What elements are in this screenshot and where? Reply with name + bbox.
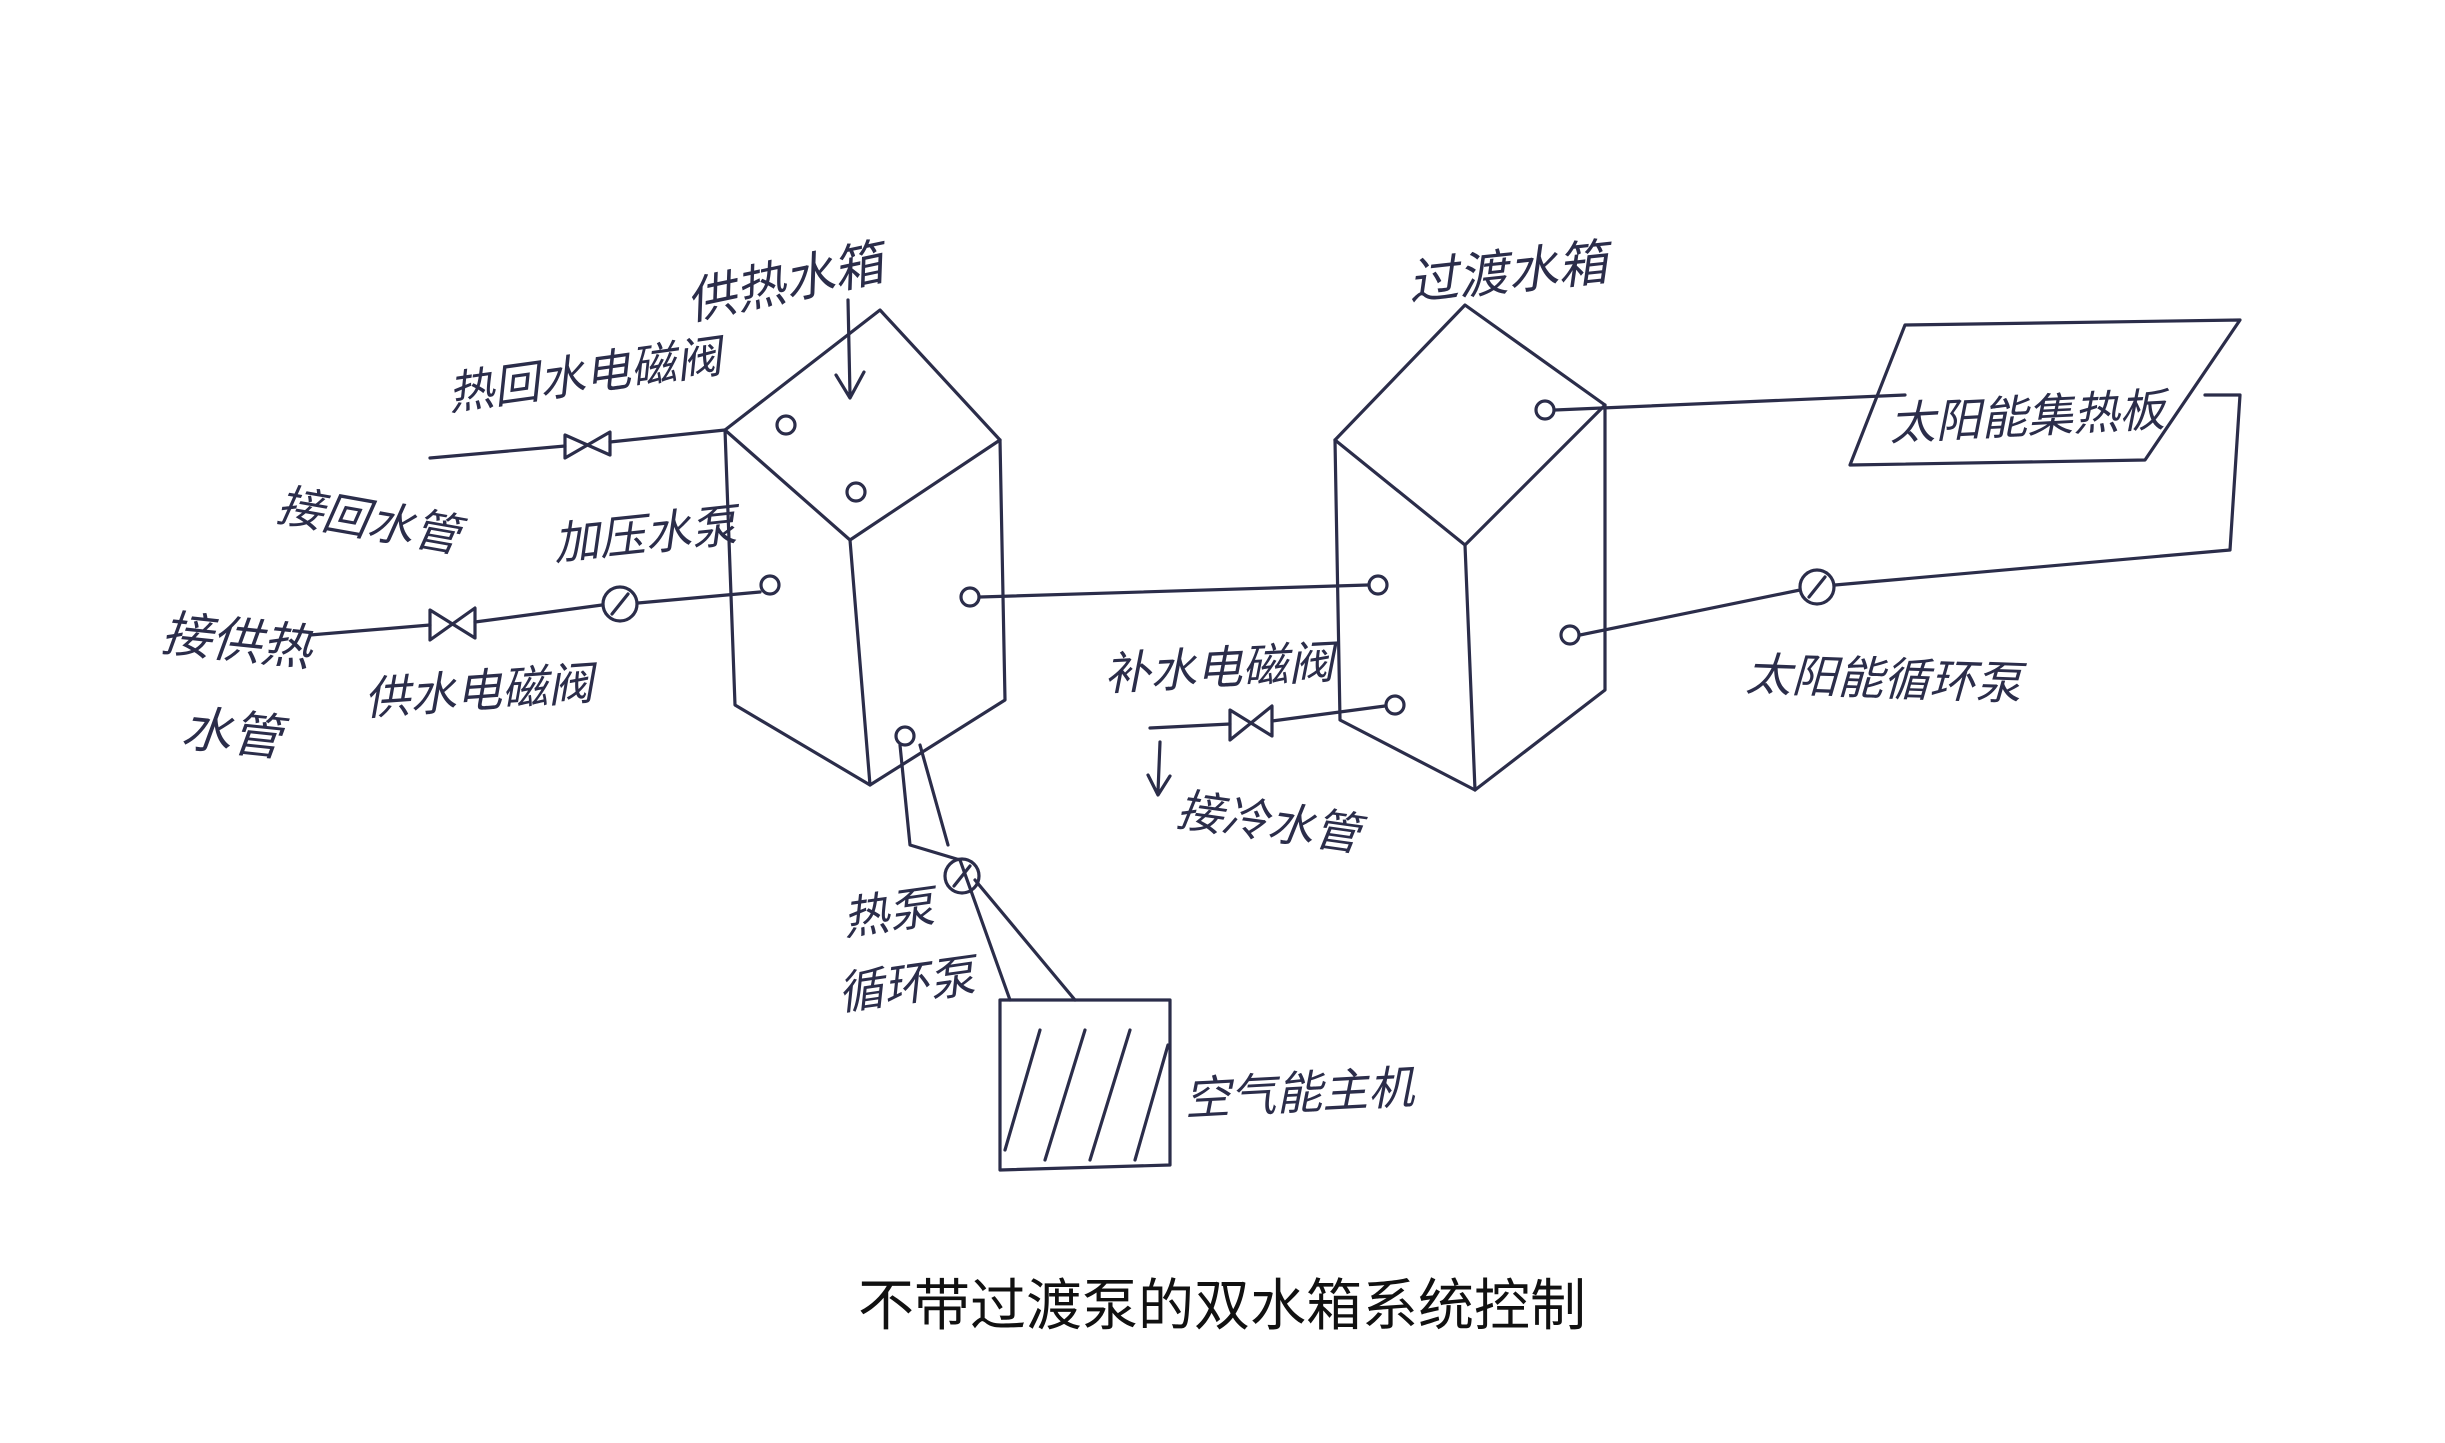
solar-panel <box>1848 318 2242 467</box>
pipes <box>308 393 2242 1002</box>
label-supply-tank: 供热水箱 <box>680 232 895 332</box>
top-port <box>845 481 867 503</box>
label-hot-supply-pipe-b: 水管 <box>179 699 291 768</box>
label-heat-pump-unit: 空气能主机 <box>1183 1060 1418 1126</box>
transition-tank <box>1333 303 1607 792</box>
label-return-pipe: 接回水管 <box>273 478 469 564</box>
diagram-caption: 不带过渡泵的双水箱系统控制 <box>858 1274 1586 1339</box>
solar-pump-symbol <box>1798 568 1836 606</box>
label-cold-pipe: 接冷水管 <box>1173 782 1369 862</box>
supply-port <box>759 574 781 596</box>
solar-supply-port <box>1559 624 1581 646</box>
label-return-valve: 热回水电磁阀 <box>444 328 731 421</box>
heat-pump-circulation-symbol <box>943 857 981 895</box>
return-valve-symbol <box>563 430 612 460</box>
booster-pump-symbol <box>601 585 639 623</box>
label-heat-pump-b: 循环泵 <box>834 948 983 1021</box>
return-port <box>775 414 797 436</box>
label-solar-pump: 太阳能循环泵 <box>1745 647 2028 711</box>
label-transition-tank: 过渡水箱 <box>1405 233 1617 312</box>
supply-valve-symbol <box>428 606 477 642</box>
label-hot-supply-pipe-a: 接供热 <box>159 604 317 678</box>
transfer-in-port <box>1367 574 1389 596</box>
label-heat-pump-a: 热泵 <box>839 879 943 946</box>
supply-tank <box>723 298 1007 787</box>
bottom-port <box>894 725 916 747</box>
label-solar-panel: 太阳能集热板 <box>1888 382 2172 451</box>
heat-pump-unit <box>998 998 1172 1172</box>
solar-return-port <box>1534 399 1556 421</box>
makeup-port <box>1384 694 1406 716</box>
label-supply-valve: 供水电磁阀 <box>362 656 601 726</box>
label-booster-pump: 加压水泵 <box>551 497 745 570</box>
label-makeup-valve: 补水电磁阀 <box>1103 635 1342 701</box>
transfer-port <box>959 586 981 608</box>
makeup-valve-symbol <box>1228 704 1274 742</box>
